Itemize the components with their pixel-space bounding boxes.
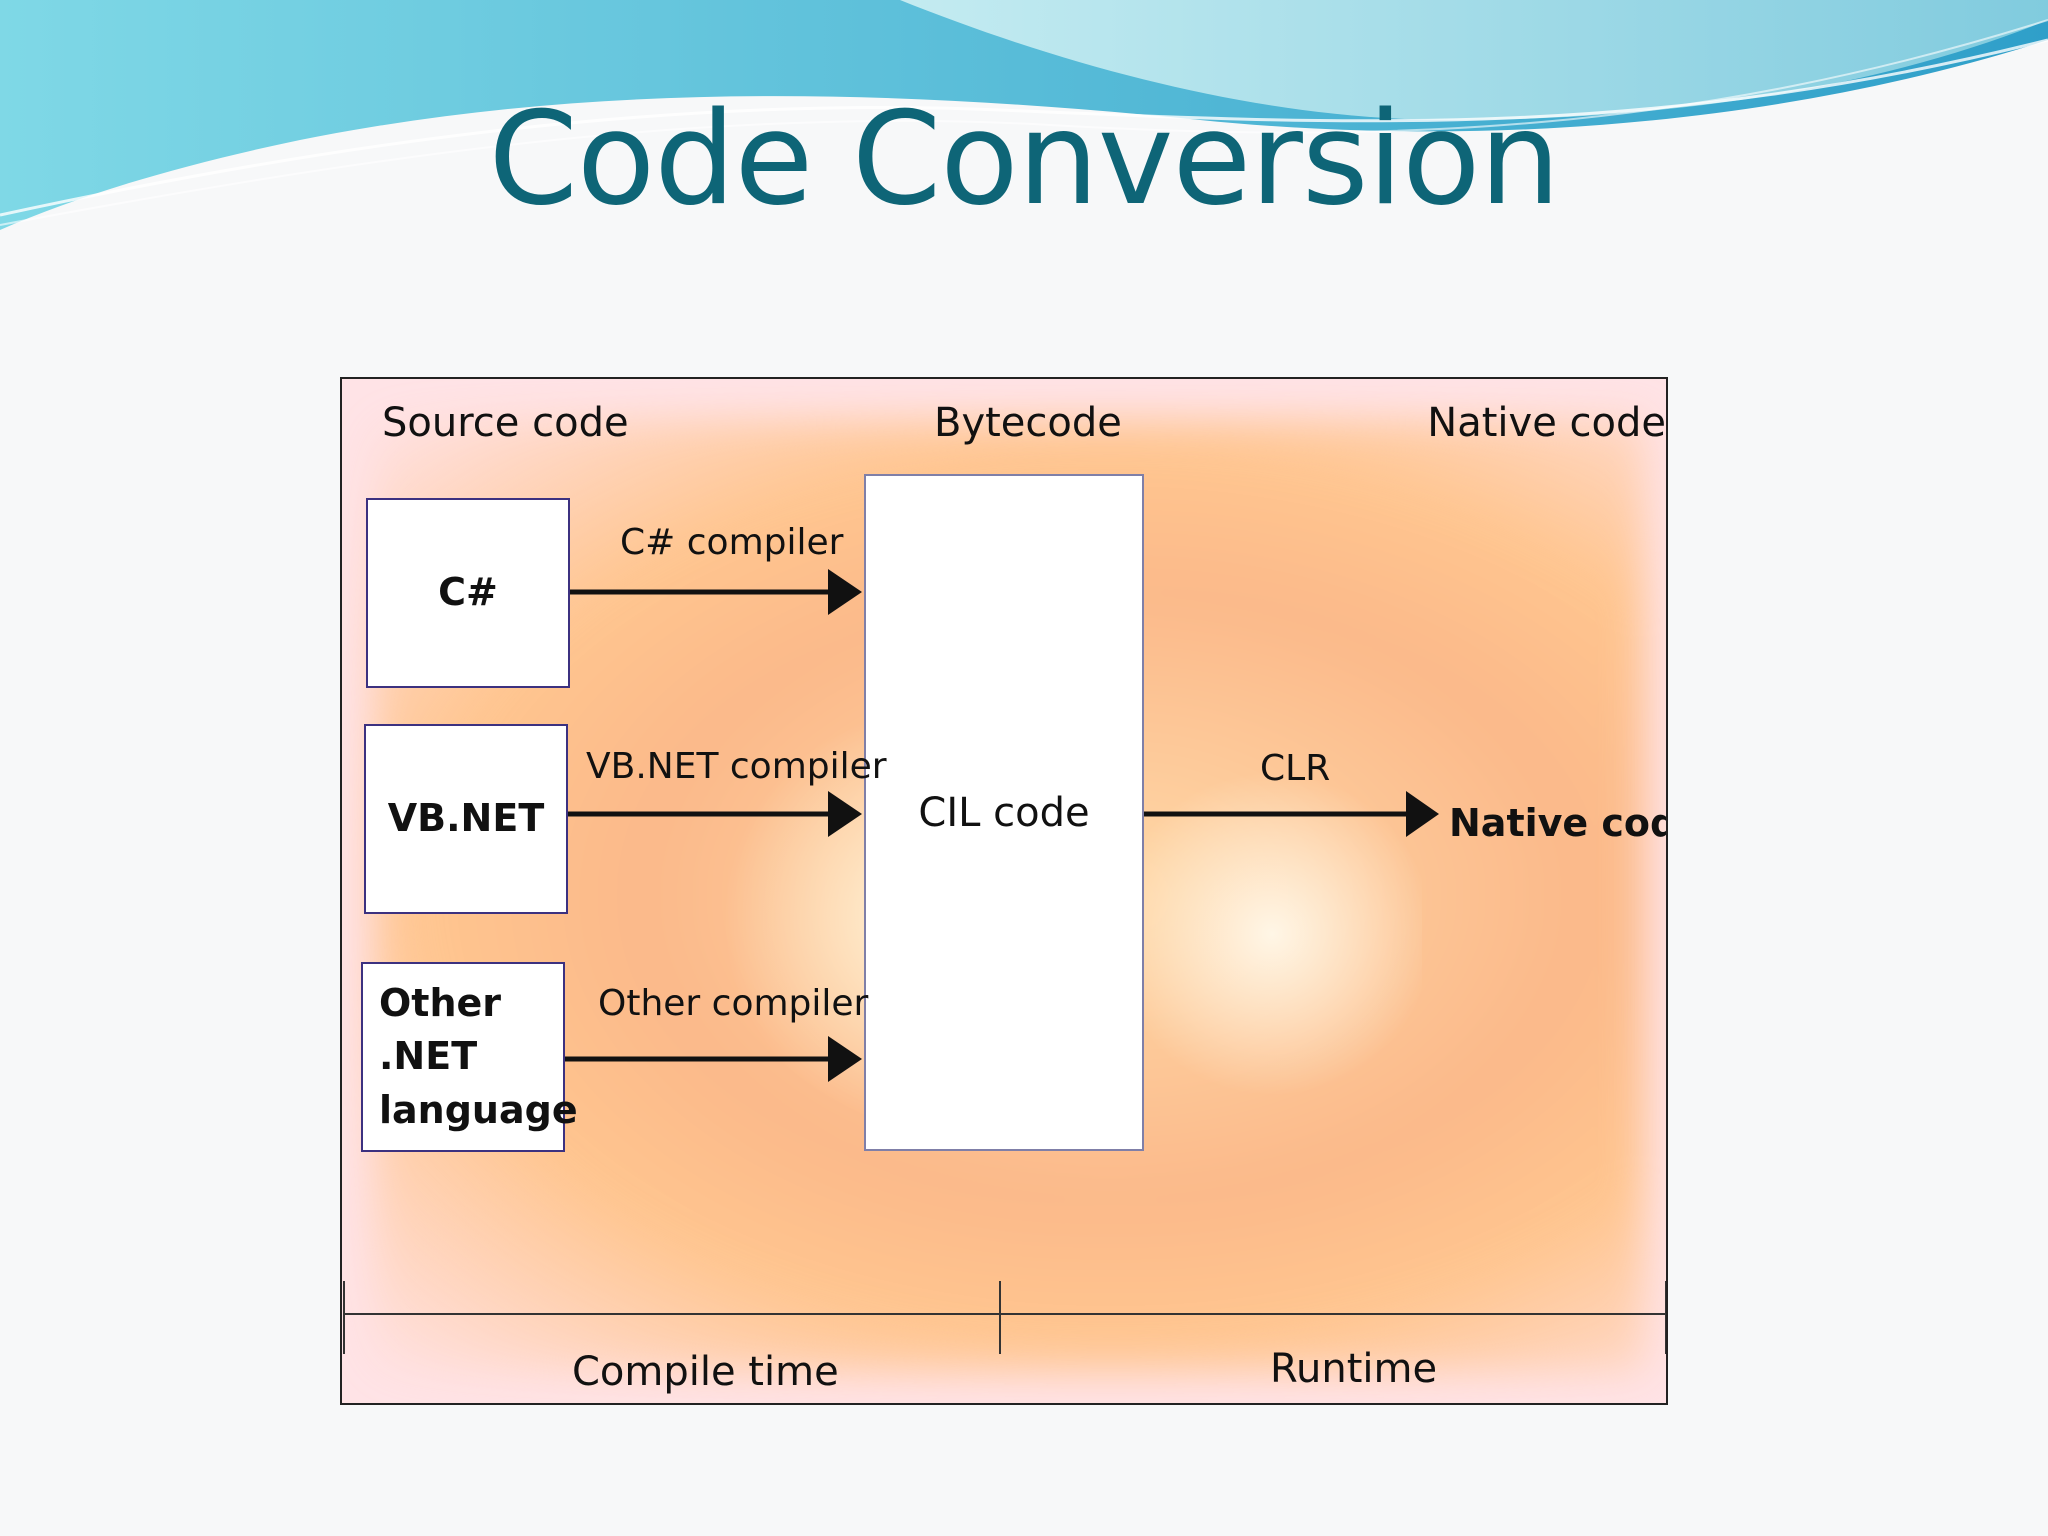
arrow-vbnet-to-cil (568, 791, 862, 837)
code-conversion-diagram: Source code Bytecode Native code C# VB.N… (340, 377, 1668, 1405)
source-label-csharp: C# (438, 570, 498, 615)
timeline-label-runtime: Runtime (1270, 1346, 1438, 1392)
diagram-connectors (343, 569, 1666, 1354)
heading-source-code: Source code (382, 400, 629, 446)
cil-code-label: CIL code (918, 789, 1090, 836)
compiler-label-vbnet: VB.NET compiler (586, 746, 887, 787)
source-box-vbnet: VB.NET (364, 724, 568, 914)
timeline-axis (343, 1281, 1666, 1354)
cil-code-box: CIL code (864, 474, 1144, 1151)
arrow-other-to-cil (565, 1036, 862, 1082)
source-label-other-language: Other .NET language (379, 981, 578, 1132)
compiler-label-csharp: C# compiler (620, 522, 844, 563)
header-wave-decoration (0, 0, 2048, 230)
timeline-label-compile-time: Compile time (572, 1349, 839, 1395)
background-glow (1122, 759, 1422, 1109)
arrow-cil-to-native (1144, 791, 1439, 837)
arrow-csharp-to-cil (570, 569, 862, 615)
slide-title: Code Conversion (488, 85, 1561, 234)
source-label-vbnet: VB.NET (387, 796, 545, 841)
native-code-output-label: Native code (1449, 801, 1666, 845)
source-box-other-language: Other .NET language (361, 962, 578, 1152)
clr-label: CLR (1260, 748, 1331, 789)
heading-bytecode: Bytecode (934, 400, 1122, 446)
heading-native-code: Native code (1427, 400, 1666, 446)
source-box-csharp: C# (366, 498, 570, 688)
compiler-label-other: Other compiler (598, 983, 869, 1024)
